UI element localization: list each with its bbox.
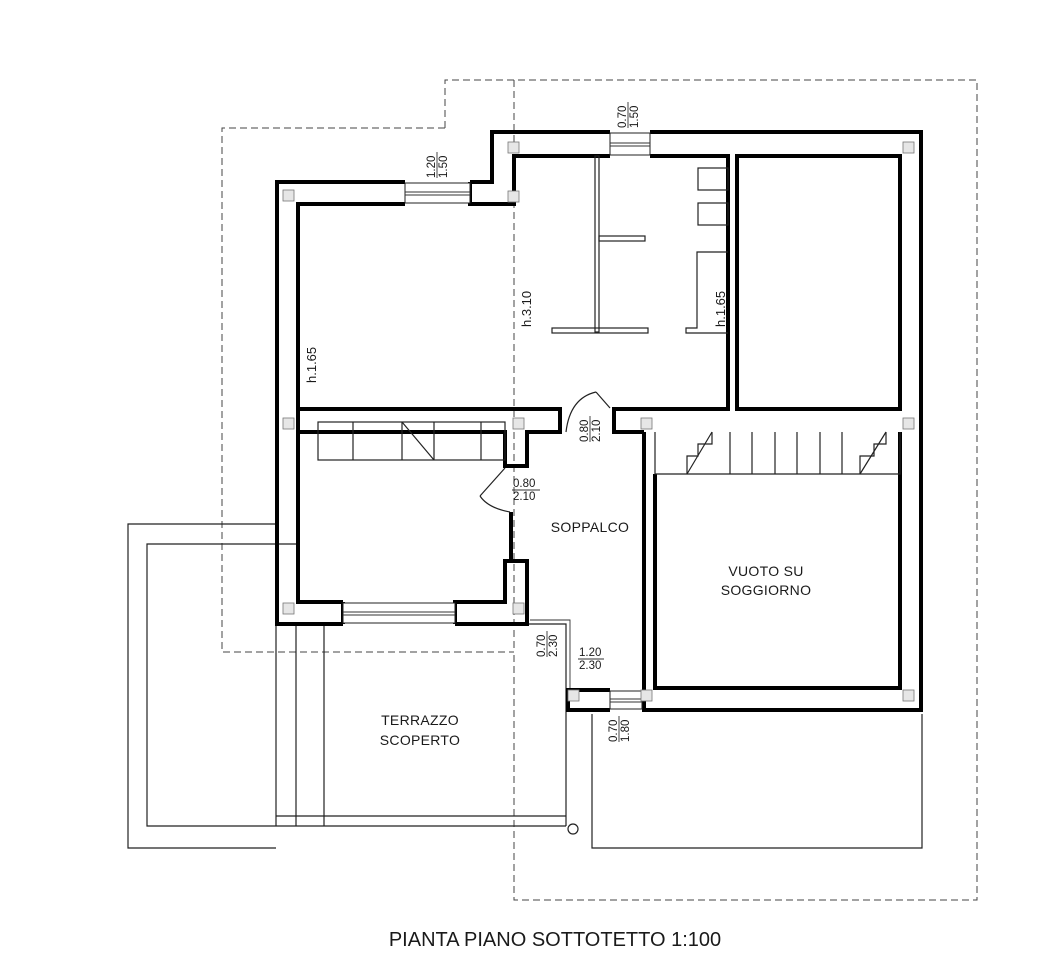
dim-bottom-window: 0.70 1.80	[608, 716, 632, 742]
dim-door-bedroom: 0.80 2.10	[512, 478, 540, 503]
door-swing-soppalco	[565, 391, 597, 433]
height-center: h.3.10	[519, 291, 534, 327]
window-bottom-right	[609, 690, 643, 710]
dim-top-center-window: 0.70 1.50	[617, 102, 641, 128]
dim-top-left-window: 1.20 1.50	[426, 152, 450, 178]
window-bottom-left	[342, 602, 456, 624]
room-label-soppalco: SOPPALCO	[551, 519, 629, 535]
window-top-center	[609, 132, 651, 156]
door-swing-bedroom	[479, 495, 511, 513]
columns	[282, 141, 915, 702]
svg-text:1.20: 1.20	[579, 647, 601, 659]
drawing-title: PIANTA PIANO SOTTOTETTO 1:100	[389, 929, 721, 951]
closet-fittings	[551, 155, 729, 334]
openings	[342, 132, 651, 710]
room-label-terrazzo-2: SCOPERTO	[380, 732, 460, 748]
stairs-left	[317, 421, 506, 461]
room-label-vuoto-2: SOGGIORNO	[721, 582, 812, 598]
height-closet: h.1.65	[713, 291, 728, 327]
svg-text:0.70: 0.70	[617, 106, 629, 128]
window-top-left	[404, 182, 471, 204]
dim-terrace-door: 0.70 2.30	[536, 631, 560, 657]
svg-text:2.10: 2.10	[591, 420, 603, 442]
svg-text:2.30: 2.30	[579, 660, 601, 672]
svg-text:1.50: 1.50	[438, 156, 450, 178]
height-left-room: h.1.65	[304, 347, 319, 383]
svg-text:0.70: 0.70	[608, 720, 620, 742]
svg-text:2.30: 2.30	[548, 635, 560, 657]
room-label-vuoto-1: VUOTO SU	[728, 563, 803, 579]
terrace-outline	[127, 523, 923, 849]
svg-text:0.70: 0.70	[536, 635, 548, 657]
room-label-terrazzo-1: TERRAZZO	[381, 712, 459, 728]
svg-text:2.10: 2.10	[513, 491, 535, 503]
svg-text:1.80: 1.80	[620, 720, 632, 742]
svg-text:0.80: 0.80	[513, 478, 535, 490]
dim-door-soppalco: 0.80 2.10	[579, 416, 603, 442]
svg-text:1.50: 1.50	[629, 106, 641, 128]
svg-text:1.20: 1.20	[426, 156, 438, 178]
stairs-right	[654, 431, 901, 475]
drain-marker	[567, 823, 579, 835]
svg-text:0.80: 0.80	[579, 420, 591, 442]
dim-bottom-door: 1.20 2.30	[578, 647, 604, 672]
